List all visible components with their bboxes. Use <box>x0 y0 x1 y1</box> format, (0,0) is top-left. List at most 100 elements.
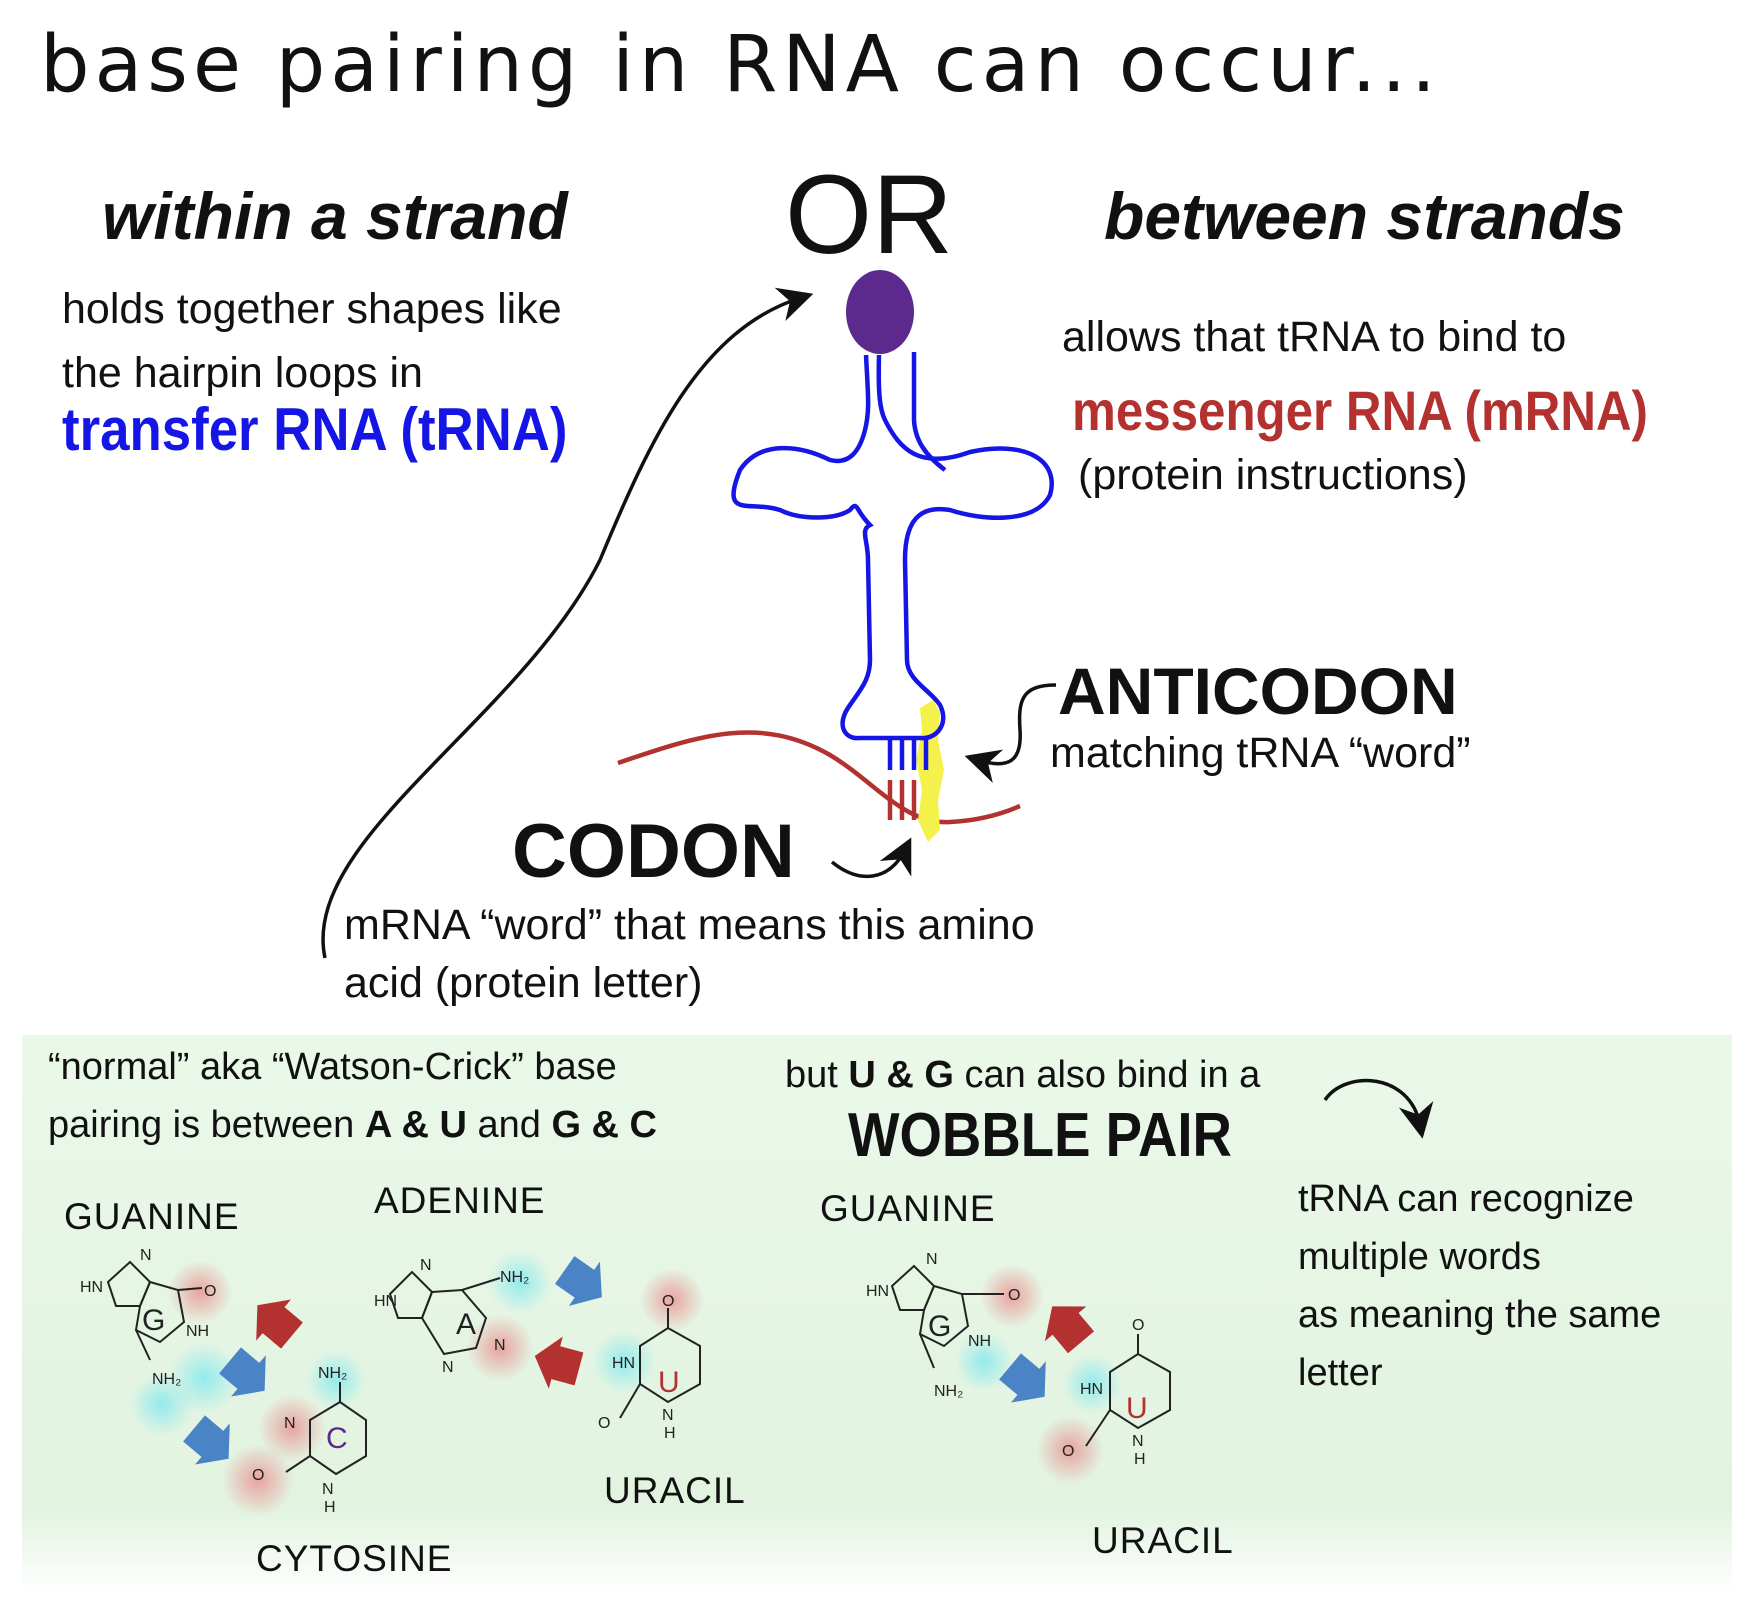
atom-o: O <box>1132 1317 1144 1334</box>
mrna-name: messenger RNA (mRNA) <box>1072 379 1648 442</box>
guanine-atoms-2: N HN O NH NH₂ <box>866 1251 1020 1400</box>
ring-letter-g1: G <box>142 1304 165 1337</box>
ring-letter-u1: U <box>658 1366 680 1399</box>
atom-n: N <box>322 1481 334 1498</box>
watson-crick-line-2: pairing is between A & U and G & C <box>48 1096 657 1154</box>
guanine-structure-1 <box>106 1260 240 1436</box>
pair-g-c: G & C <box>551 1104 657 1146</box>
watson-crick-text: pairing is between <box>48 1104 365 1146</box>
pair-a-u: A & U <box>364 1104 467 1146</box>
between-strands-line-1: allows that tRNA to bind to <box>1062 313 1567 361</box>
anticodon-pointer-arrow <box>964 683 1057 783</box>
atom-hn: HN <box>866 1283 889 1300</box>
adenine-atoms: N HN NH₂ N N <box>374 1257 529 1376</box>
anticodon-highlight <box>916 700 944 842</box>
ring-letter-c: C <box>326 1422 348 1455</box>
wobble-note-1: tRNA can recognize <box>1298 1178 1634 1220</box>
codon-desc-1: mRNA “word” that means this amino <box>344 901 1035 949</box>
atom-nh: NH <box>186 1323 209 1340</box>
donor-arrow-wobble <box>999 1353 1046 1403</box>
or-label: OR <box>785 152 953 277</box>
uracil-structure-1 <box>592 1268 704 1419</box>
hairpin-pointer-arrow <box>321 287 814 959</box>
cytosine-label: CYTOSINE <box>256 1538 453 1579</box>
atom-h: H <box>664 1425 676 1442</box>
atom-n: N <box>662 1407 674 1424</box>
guanine-structure-2 <box>890 1264 1044 1392</box>
within-strand-heading: within a strand <box>102 179 568 253</box>
atom-hn: HN <box>374 1293 397 1310</box>
page-title: base pairing in RNA can occur... <box>40 20 1441 110</box>
uracil-structure-2 <box>1036 1334 1171 1484</box>
wobble-pointer-arrow <box>1323 1078 1434 1139</box>
ring-letter-g2: G <box>928 1310 951 1343</box>
codon-label: CODON <box>512 809 795 894</box>
amino-acid <box>846 270 914 354</box>
watson-crick-and: and <box>466 1104 552 1146</box>
guanine-label-2: GUANINE <box>820 1188 996 1229</box>
atom-n: N <box>494 1337 506 1354</box>
atom-n: N <box>420 1257 432 1274</box>
atom-h: H <box>1134 1451 1146 1468</box>
cytosine-structure <box>222 1350 367 1516</box>
wobble-pair-label: WOBBLE PAIR <box>848 1101 1232 1170</box>
pair-u-g: U & G <box>848 1054 954 1096</box>
cytosine-atoms: NH₂ N O N H <box>252 1365 347 1516</box>
atom-n: N <box>284 1415 296 1432</box>
atom-n: N <box>140 1247 152 1264</box>
ring-letter-a: A <box>456 1308 476 1341</box>
uracil-label-2: URACIL <box>1092 1520 1234 1561</box>
codon-pointer-arrow <box>830 837 912 879</box>
trna-name: transfer RNA (tRNA) <box>62 396 568 463</box>
atom-nh2: NH₂ <box>318 1365 347 1382</box>
ring-letter-u2: U <box>1126 1392 1148 1425</box>
atom-nh2: NH₂ <box>500 1269 529 1286</box>
atom-n: N <box>442 1359 454 1376</box>
atom-o: O <box>1062 1443 1074 1460</box>
atom-hn: HN <box>80 1279 103 1296</box>
atom-o: O <box>252 1467 264 1484</box>
atom-nh: NH <box>968 1333 991 1350</box>
uracil-atoms-2: O HN O N H <box>1062 1317 1146 1468</box>
atom-o: O <box>1008 1287 1020 1304</box>
donor-arrow-au <box>554 1256 602 1306</box>
within-strand-line-2: the hairpin loops in <box>62 349 423 397</box>
uracil-label-1: URACIL <box>604 1470 746 1511</box>
atom-o: O <box>204 1283 216 1300</box>
trna-molecule <box>731 352 1054 770</box>
acceptor-arrow-gc <box>256 1299 303 1349</box>
atom-n: N <box>926 1251 938 1268</box>
guanine-atoms-1: N HN O NH NH₂ <box>80 1247 216 1388</box>
atom-nh2: NH₂ <box>152 1371 181 1388</box>
guanine-label-1: GUANINE <box>64 1196 240 1237</box>
donor-arrow-gc-1 <box>219 1347 266 1397</box>
atom-hn: HN <box>612 1355 635 1372</box>
donor-arrow-gc-2 <box>183 1415 230 1465</box>
atom-o: O <box>662 1293 674 1310</box>
atom-h: H <box>324 1499 336 1516</box>
wobble-note-2: multiple words <box>1298 1236 1541 1278</box>
wobble-intro-post: can also bind in a <box>953 1054 1261 1096</box>
anticodon-desc: matching tRNA “word” <box>1050 729 1471 777</box>
atom-n: N <box>1132 1433 1144 1450</box>
base-pairing-panel <box>22 1035 1732 1593</box>
within-strand-line-1: holds together shapes like <box>62 285 562 333</box>
atom-nh2: NH₂ <box>934 1383 963 1400</box>
watson-crick-line-1: “normal” aka “Watson-Crick” base <box>48 1046 617 1088</box>
codon-desc-2: acid (protein letter) <box>344 959 703 1007</box>
wobble-intro-pre: but <box>785 1054 849 1096</box>
wobble-note-4: letter <box>1298 1352 1383 1394</box>
adenine-label: ADENINE <box>374 1180 546 1221</box>
between-strands-heading: between strands <box>1104 179 1625 253</box>
anticodon-label: ANTICODON <box>1058 654 1458 728</box>
mrna-strand <box>617 730 1021 825</box>
wobble-intro: but U & G can also bind in a <box>785 1046 1260 1104</box>
wobble-note-3: as meaning the same <box>1298 1294 1662 1336</box>
uracil-atoms-1: O HN O N H <box>598 1293 676 1442</box>
atom-o: O <box>598 1415 610 1432</box>
acceptor-arrow-au <box>534 1336 584 1389</box>
atom-hn: HN <box>1080 1381 1103 1398</box>
acceptor-arrow-wobble <box>1044 1306 1095 1354</box>
codon-lines <box>887 780 917 820</box>
